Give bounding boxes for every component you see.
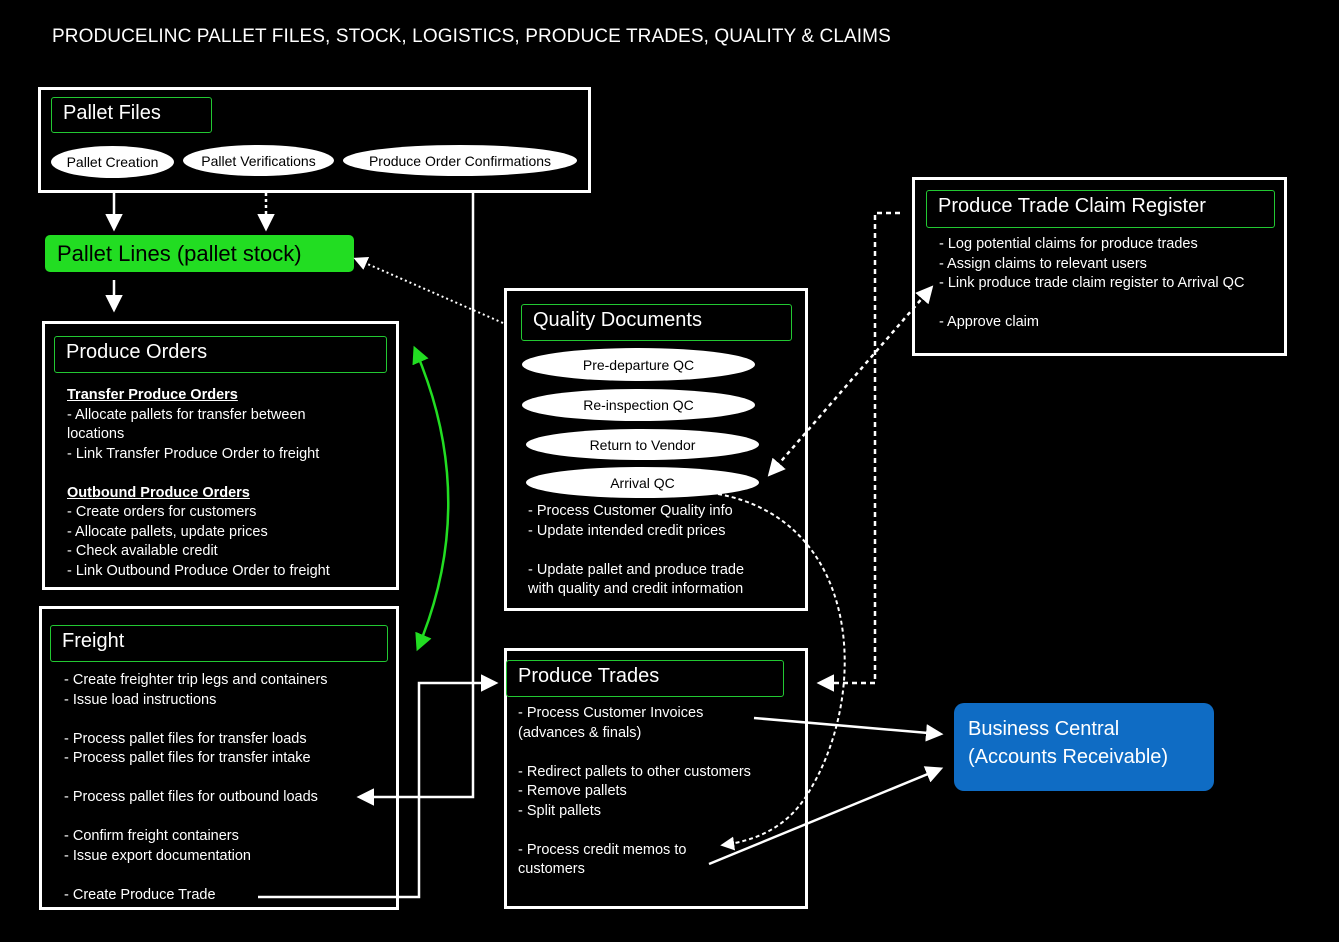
arrival-qc-pill: Arrival QC bbox=[526, 467, 759, 498]
text-line: - Process pallet files for outbound load… bbox=[64, 789, 318, 805]
text-line: - Confirm freight containers bbox=[64, 828, 239, 844]
business-central-title: Business Central bbox=[968, 718, 1120, 740]
pill-label: Arrival QC bbox=[610, 474, 675, 491]
business-central-subtitle: (Accounts Receivable) bbox=[968, 746, 1169, 768]
text-line: - Issue load instructions bbox=[64, 691, 217, 708]
produce-trades-body: - Process Customer Invoices (advances & … bbox=[518, 704, 751, 880]
text-line: - Link produce trade claim register to A… bbox=[939, 275, 1245, 291]
arrow-orders-freight-green bbox=[412, 345, 450, 652]
text-line: customers bbox=[518, 861, 585, 877]
produce-orders-body: Transfer Produce Orders - Allocate palle… bbox=[67, 386, 330, 581]
arrow-claims-arrival-qc bbox=[767, 285, 934, 477]
text-line: - Process credit memos to bbox=[518, 841, 687, 858]
text-line: - Link Outbound Produce Order to freight bbox=[67, 562, 330, 579]
arrow-arrival-qc-to-credit-memos bbox=[717, 493, 846, 851]
text-line: - Create freighter trip legs and contain… bbox=[64, 672, 328, 688]
produce-trades-box bbox=[504, 648, 808, 909]
pill-label: Re-inspection QC bbox=[583, 397, 694, 413]
text-line: - Process Customer Invoices bbox=[518, 705, 704, 721]
arrow-invoices-to-bc bbox=[753, 716, 944, 742]
text-line: - Update pallet and produce trade bbox=[528, 561, 745, 578]
text-line: - Approve claim bbox=[939, 314, 1039, 330]
produce-order-confirmations-pill: Produce Order Confirmations bbox=[343, 145, 577, 176]
pallet-verifications-pill: Pallet Verifications bbox=[183, 145, 334, 176]
freight-box bbox=[39, 606, 399, 910]
text-line: - Check available credit bbox=[67, 543, 218, 559]
claim-register-body: - Log potential claims for produce trade… bbox=[939, 235, 1244, 333]
transfer-orders-title: Transfer Produce Orders bbox=[67, 387, 238, 403]
pre-departure-qc-pill: Pre-departure QC bbox=[522, 348, 755, 381]
outbound-orders-title: Outbound Produce Orders bbox=[67, 484, 250, 501]
text-line: - Assign claims to relevant users bbox=[939, 255, 1147, 272]
text-line: - Update intended credit prices bbox=[528, 522, 726, 539]
produce-trades-heading: Produce Trades bbox=[506, 660, 784, 697]
text-line: locations bbox=[67, 426, 125, 442]
text-line: - Allocate pallets for transfer between bbox=[67, 406, 306, 423]
text-line: - Issue export documentation bbox=[64, 847, 251, 864]
business-central-box: Business Central (Accounts Receivable) bbox=[954, 703, 1214, 791]
pallet-files-heading: Pallet Files bbox=[51, 97, 212, 133]
page-title: PRODUCELINC PALLET FILES, STOCK, LOGISTI… bbox=[52, 26, 891, 47]
text-line: - Process pallet files for transfer load… bbox=[64, 730, 307, 747]
pill-label: Pallet Verifications bbox=[201, 152, 316, 169]
text-line: - Remove pallets bbox=[518, 783, 627, 799]
text-line: - Link Transfer Produce Order to freight bbox=[67, 445, 320, 462]
re-inspection-qc-pill: Re-inspection QC bbox=[522, 389, 755, 421]
arrow-credit-memos-to-bc bbox=[708, 766, 944, 866]
claim-register-heading: Produce Trade Claim Register bbox=[926, 190, 1275, 228]
pill-label: Pallet Creation bbox=[66, 154, 159, 170]
return-to-vendor-pill: Return to Vendor bbox=[526, 429, 759, 460]
text-line: - Split pallets bbox=[518, 802, 602, 819]
text-line: - Process Customer Quality info bbox=[528, 503, 733, 519]
produce-orders-box bbox=[42, 321, 399, 590]
freight-heading: Freight bbox=[50, 625, 388, 662]
claim-register-box bbox=[912, 177, 1287, 356]
produce-orders-heading: Produce Orders bbox=[54, 336, 387, 373]
pill-label: Produce Order Confirmations bbox=[368, 152, 552, 169]
arrow-claims-to-trades bbox=[816, 211, 900, 692]
text-line: - Create orders for customers bbox=[67, 504, 257, 520]
text-line: - Allocate pallets, update prices bbox=[67, 523, 268, 540]
text-line: with quality and credit information bbox=[528, 581, 744, 597]
text-line: (advances & finals) bbox=[518, 724, 642, 741]
pallet-files-box bbox=[38, 87, 591, 193]
arrow-pallet-files-to-freight bbox=[356, 193, 475, 806]
pill-label: Pre-departure QC bbox=[582, 356, 695, 373]
arrow-freight-to-trades bbox=[258, 674, 499, 899]
text-line: - Process pallet files for transfer inta… bbox=[64, 750, 311, 766]
pallet-creation-pill: Pallet Creation bbox=[51, 146, 174, 178]
pill-label: Return to Vendor bbox=[589, 436, 696, 453]
freight-body: - Create freighter trip legs and contain… bbox=[64, 671, 328, 905]
text-line: - Create Produce Trade bbox=[64, 886, 216, 903]
arrow-quality-to-lines bbox=[353, 257, 504, 324]
text-line: - Log potential claims for produce trade… bbox=[939, 236, 1198, 252]
pallet-lines-bar: Pallet Lines (pallet stock) bbox=[45, 235, 354, 272]
quality-documents-body: - Process Customer Quality info - Update… bbox=[528, 502, 744, 600]
text-line: - Redirect pallets to other customers bbox=[518, 763, 751, 780]
